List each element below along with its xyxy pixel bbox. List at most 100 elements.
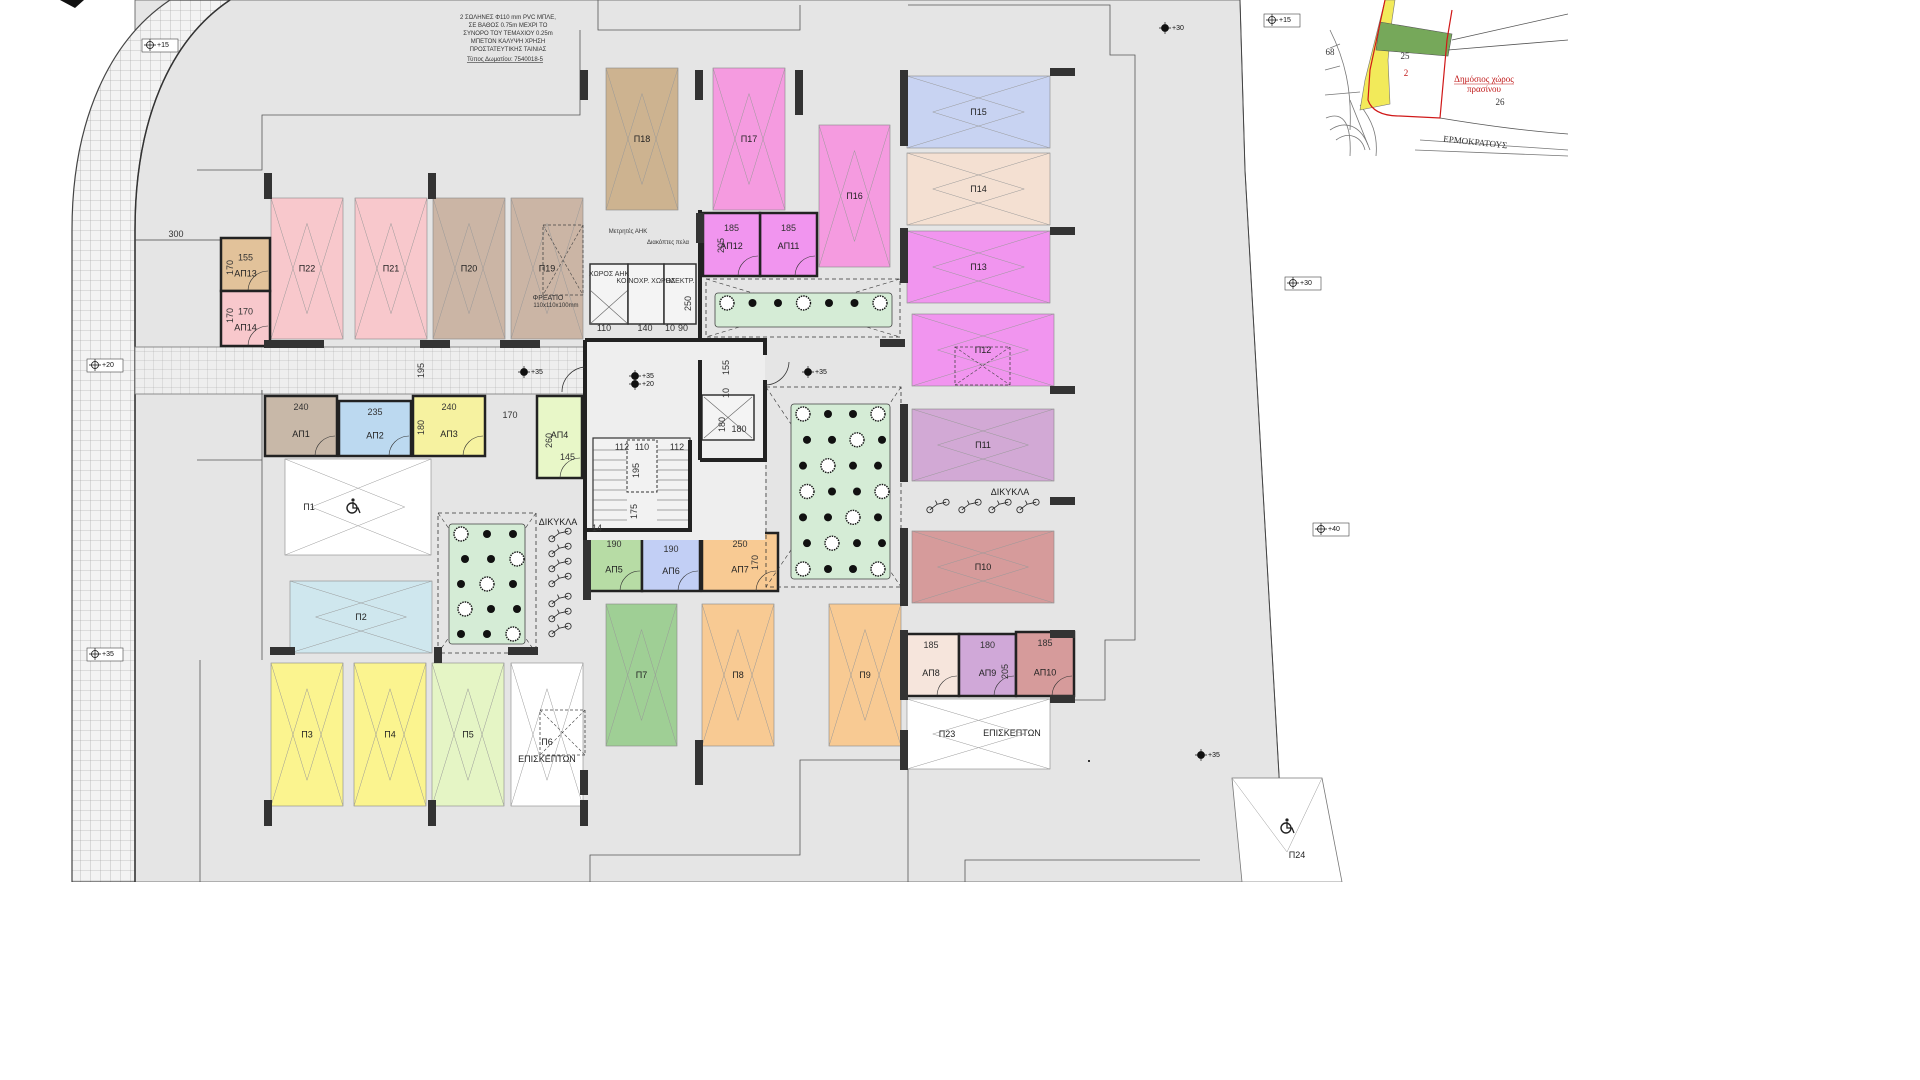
shrub-icon	[505, 626, 521, 642]
shrub-icon	[845, 509, 861, 526]
bay-fill	[911, 408, 1055, 482]
shrub-icon	[824, 535, 840, 551]
shrub-icon	[795, 561, 811, 577]
tree-icon	[803, 539, 811, 548]
dashed-box	[542, 224, 584, 296]
level-value: +30	[1300, 280, 1312, 287]
tree-icon	[849, 461, 857, 470]
storage-label-ap14: ΑΠ14	[234, 323, 257, 333]
note-line-4: ΜΠΕΤΟΝ ΚΑΛΥΨΗ ΧΡΗΣΗ	[471, 39, 546, 45]
parking-label-p15: Π15	[970, 107, 987, 117]
building-core	[561, 210, 790, 560]
tree-icon	[509, 530, 517, 538]
parking-label-p10: Π10	[975, 562, 992, 572]
bay-fill	[828, 603, 902, 747]
room-ilektr	[663, 263, 697, 325]
storage-dim-ap14: 170	[238, 307, 253, 317]
level-crosshair	[1287, 277, 1299, 289]
column	[696, 213, 704, 243]
bay-hatch	[270, 662, 344, 807]
dim-250: 250	[683, 296, 693, 311]
bay-fill	[353, 662, 427, 807]
bay-fill	[906, 230, 1051, 304]
level-marker: +20	[629, 378, 654, 390]
level-value: +15	[1279, 17, 1291, 24]
parking-bay-p2: Π2	[289, 580, 433, 654]
door-swing	[755, 570, 777, 592]
column	[795, 70, 803, 115]
map-parcel-68: 68	[1326, 47, 1336, 57]
bay-fill	[605, 67, 679, 211]
column	[580, 800, 588, 826]
shrub-icon	[872, 295, 888, 311]
map-parcel-outline	[1367, 0, 1453, 119]
dimension-labels: 300 170 170 195 260 180 170 110 140 10 9…	[168, 229, 1010, 679]
level-crosshair	[1159, 22, 1171, 34]
bay-hatch	[906, 230, 1051, 304]
bicycle-icon	[548, 542, 572, 558]
parking-label-p9: Π9	[859, 670, 871, 680]
bay-fill	[510, 662, 584, 807]
diakoptes-label: Διακόπτες πελα	[647, 239, 689, 246]
wheelchair-icon	[346, 498, 361, 514]
dim-170-b: 170	[225, 308, 235, 323]
dashed-cross	[954, 346, 1011, 386]
tree-icon	[874, 461, 882, 470]
wheelchair-icon	[1280, 818, 1295, 834]
dashed-zone	[539, 709, 586, 756]
parking-bay-p4: Π4	[353, 662, 427, 807]
bay-fill	[701, 603, 775, 747]
room-fill	[263, 394, 339, 458]
map-green-plot	[1375, 21, 1453, 57]
metrites-label: Μετρητές ΑΗΚ	[609, 228, 647, 235]
storage-rooms: ΑΠ1240ΑΠ2235ΑΠ3240ΑΠ4145ΑΠ5190ΑΠ6190ΑΠ72…	[219, 211, 1076, 698]
bay-fill	[906, 698, 1051, 770]
level-marker: +15	[1263, 13, 1301, 28]
tree-icon	[853, 487, 861, 496]
shrub-icon	[849, 432, 865, 448]
room-fill	[701, 211, 762, 278]
shrub-icon	[509, 551, 525, 567]
dashed-zone	[954, 346, 1011, 386]
tree-icon	[850, 299, 859, 307]
column	[1050, 497, 1075, 505]
lot-boundary	[1239, 0, 1286, 882]
tree-icon	[461, 555, 469, 563]
dim-10-a: 10	[665, 323, 675, 333]
setback-outline	[964, 859, 1200, 882]
parking-label-p22: Π22	[299, 264, 316, 274]
north-arrow-fragment	[60, 0, 84, 8]
dim-14: 14	[592, 523, 602, 533]
bay-fill	[289, 580, 433, 654]
bay-hatch	[354, 197, 428, 340]
storage-label-ap9: ΑΠ9	[979, 668, 997, 678]
bicycle-icon	[548, 527, 572, 543]
level-marker: +15	[141, 38, 179, 53]
door-swing	[247, 325, 269, 347]
dim-175: 175	[629, 504, 639, 519]
door-swing	[462, 435, 484, 457]
bay-hatch	[828, 603, 902, 747]
parking-bay-p16: Π16	[818, 124, 891, 268]
dim-205-b: 205	[1000, 664, 1010, 679]
bay-fill	[1231, 777, 1343, 882]
garden-1	[705, 278, 901, 338]
bicycle-icon	[548, 572, 572, 588]
bay-hatch	[270, 197, 344, 340]
level-marker: +35	[86, 647, 124, 662]
core-walls	[583, 210, 767, 560]
door-swing	[677, 570, 699, 592]
room-fill	[1014, 630, 1076, 698]
gardens	[437, 278, 902, 654]
shrub-icon	[870, 406, 886, 422]
storage-dim-ap4: 145	[560, 452, 575, 462]
storage-label-ap3: ΑΠ3	[440, 429, 458, 439]
parking-label-p17: Π17	[741, 134, 758, 144]
level-value: +35	[531, 369, 543, 376]
tree-icon	[825, 299, 833, 307]
column	[900, 528, 908, 606]
parking-bay-p21: Π21	[354, 197, 428, 340]
parking-bay-p23: Π23	[906, 698, 1051, 770]
